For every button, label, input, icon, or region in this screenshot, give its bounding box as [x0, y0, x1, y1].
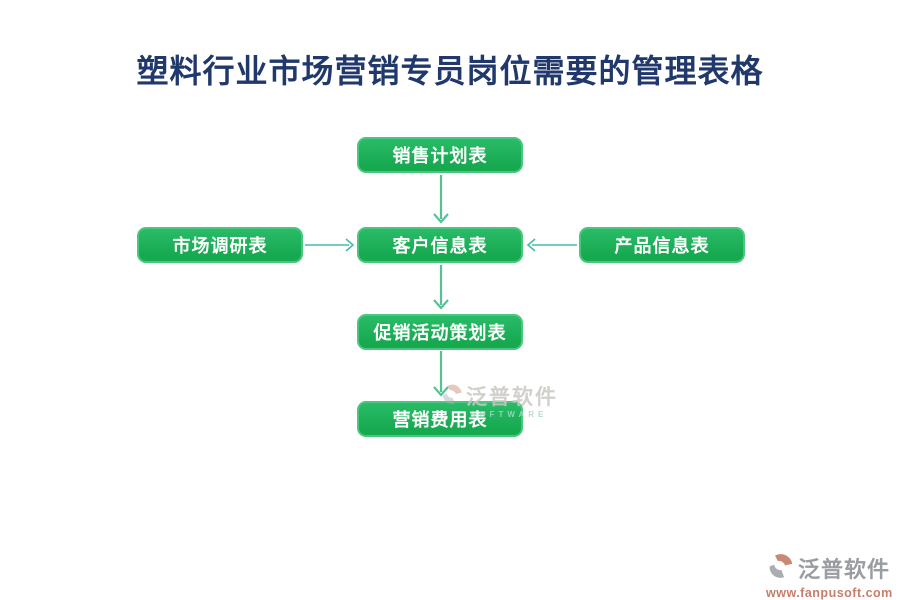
- arrow-research-to-customer: [305, 238, 355, 252]
- arrow-promo-to-expense: [433, 351, 449, 397]
- node-sales-plan: 销售计划表: [357, 137, 523, 173]
- node-marketing-expense: 营销费用表: [357, 401, 523, 437]
- footer-watermark: 泛普软件 www.fanpusoft.com: [766, 551, 893, 600]
- arrow-product-to-customer: [526, 238, 577, 252]
- node-customer-info: 客户信息表: [357, 227, 523, 263]
- footer-watermark-url: www.fanpusoft.com: [766, 586, 893, 600]
- arrow-customer-to-promo: [433, 265, 449, 310]
- page-title: 塑料行业市场营销专员岗位需要的管理表格: [136, 53, 764, 89]
- footer-watermark-brand: 泛普软件: [798, 557, 891, 582]
- node-promotion-plan: 促销活动策划表: [357, 314, 523, 350]
- arrow-sales-to-customer: [433, 175, 449, 224]
- node-market-research: 市场调研表: [137, 227, 303, 263]
- node-product-info: 产品信息表: [579, 227, 745, 263]
- fanpu-logo-icon: [766, 551, 795, 585]
